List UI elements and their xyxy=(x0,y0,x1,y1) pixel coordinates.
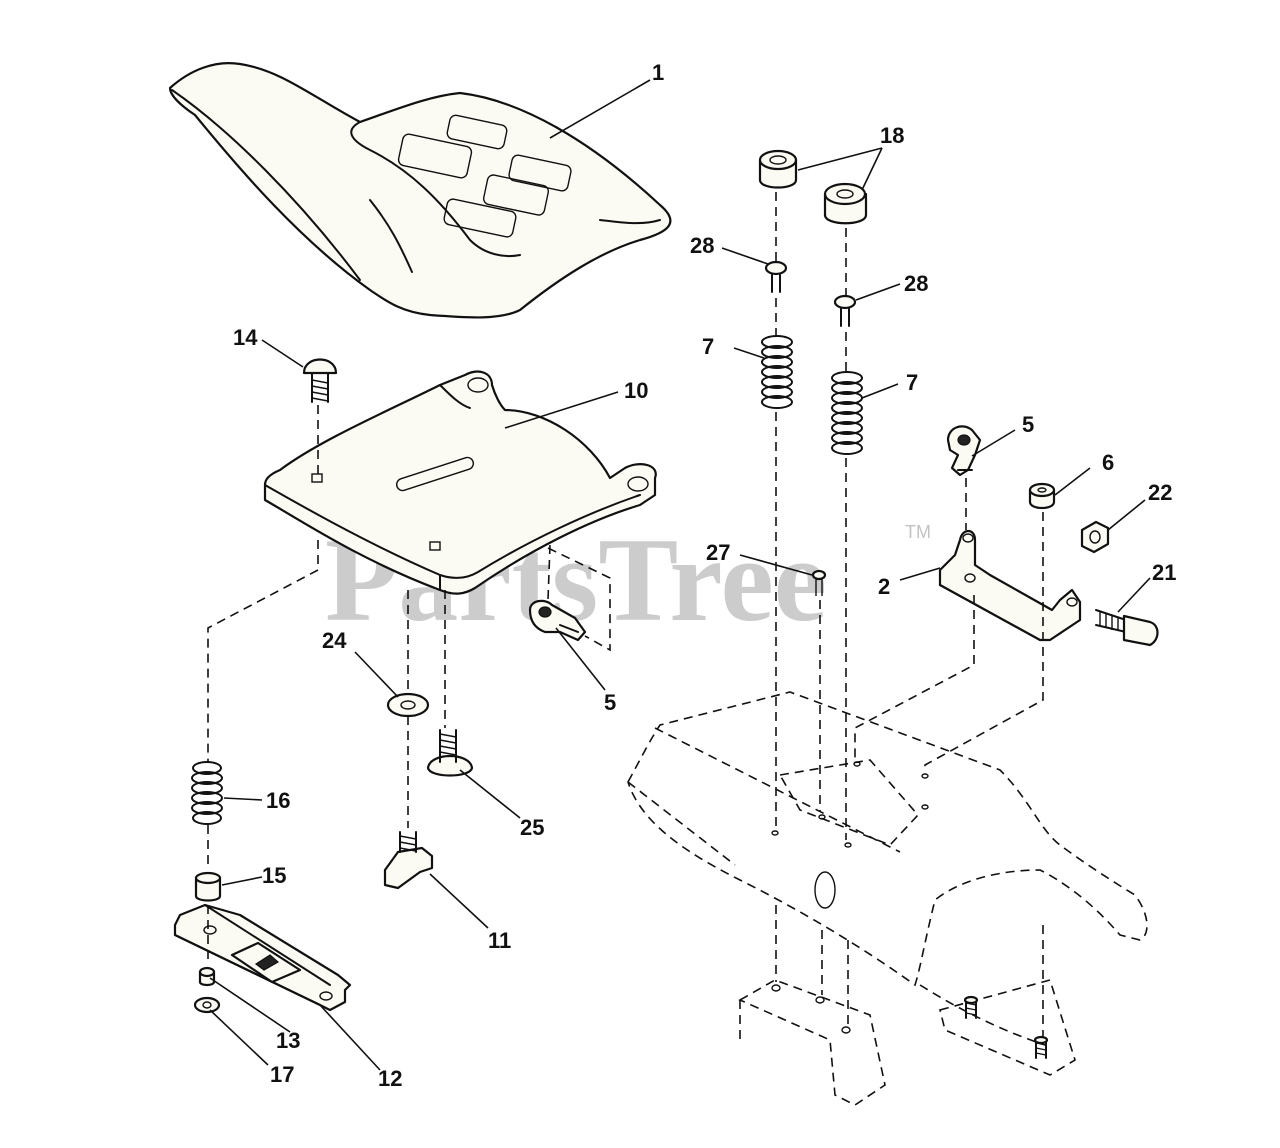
bolt-part-21 xyxy=(1095,609,1159,647)
callout-15: 15 xyxy=(262,863,286,888)
spring-part-7a xyxy=(761,335,793,409)
callout-7: 7 xyxy=(702,334,714,359)
bushing-part-a xyxy=(758,149,798,189)
watermark-trademark: TM xyxy=(905,522,931,542)
assembly-lines xyxy=(207,192,1044,1038)
spacer-part xyxy=(194,871,222,902)
carriage-bolt-part xyxy=(302,358,338,403)
washer-part-17 xyxy=(193,996,221,1014)
frame-studs xyxy=(963,995,1049,1059)
bushing-part-b xyxy=(823,182,868,225)
seat-part xyxy=(168,62,672,319)
callout-17: 17 xyxy=(270,1062,294,1087)
callout-25: 25 xyxy=(520,815,544,840)
nut-part-6 xyxy=(1028,482,1056,510)
callout-24: 24 xyxy=(322,628,347,653)
screw-part-27 xyxy=(811,569,827,596)
slide-bracket-part xyxy=(173,903,352,1012)
spring-part-left xyxy=(191,761,223,825)
callout-18: 18 xyxy=(880,123,904,148)
callout-2: 2 xyxy=(878,574,890,599)
clip-part-left xyxy=(528,599,587,642)
callout-12: 12 xyxy=(378,1066,402,1091)
callout-11: 11 xyxy=(488,928,511,953)
washer-part xyxy=(386,692,430,718)
callout-22: 22 xyxy=(1148,480,1172,505)
nut-part-22 xyxy=(1080,520,1110,554)
callout-5: 5 xyxy=(1022,412,1034,437)
bolt-part-28a xyxy=(764,260,788,293)
spring-part-7b xyxy=(831,371,863,455)
callout-7: 7 xyxy=(906,370,918,395)
callout-28: 28 xyxy=(690,233,714,258)
callout-14: 14 xyxy=(233,325,258,350)
seat-pan-part xyxy=(263,370,657,595)
leader-lines xyxy=(209,79,1151,1071)
callout-13: 13 xyxy=(276,1028,300,1053)
clip-part-right xyxy=(946,425,982,477)
callout-10: 10 xyxy=(624,378,648,403)
bracket-part-2 xyxy=(938,529,1082,642)
callout-1: 1 xyxy=(652,60,664,85)
frame-outline xyxy=(627,691,1148,1106)
callout-16: 16 xyxy=(266,788,290,813)
nut-part-13 xyxy=(198,966,216,987)
knob-part xyxy=(383,831,434,890)
callout-28: 28 xyxy=(904,271,928,296)
callout-6: 6 xyxy=(1102,450,1114,475)
callout-21: 21 xyxy=(1152,560,1176,585)
callout-5: 5 xyxy=(604,690,616,715)
callout-27: 27 xyxy=(706,540,730,565)
bolt-part-28b xyxy=(833,294,857,327)
shoulder-bolt-part xyxy=(426,729,474,777)
callouts: 1 18 28 28 14 10 7 7 5 6 22 27 2 21 24 5… xyxy=(233,60,1176,1091)
